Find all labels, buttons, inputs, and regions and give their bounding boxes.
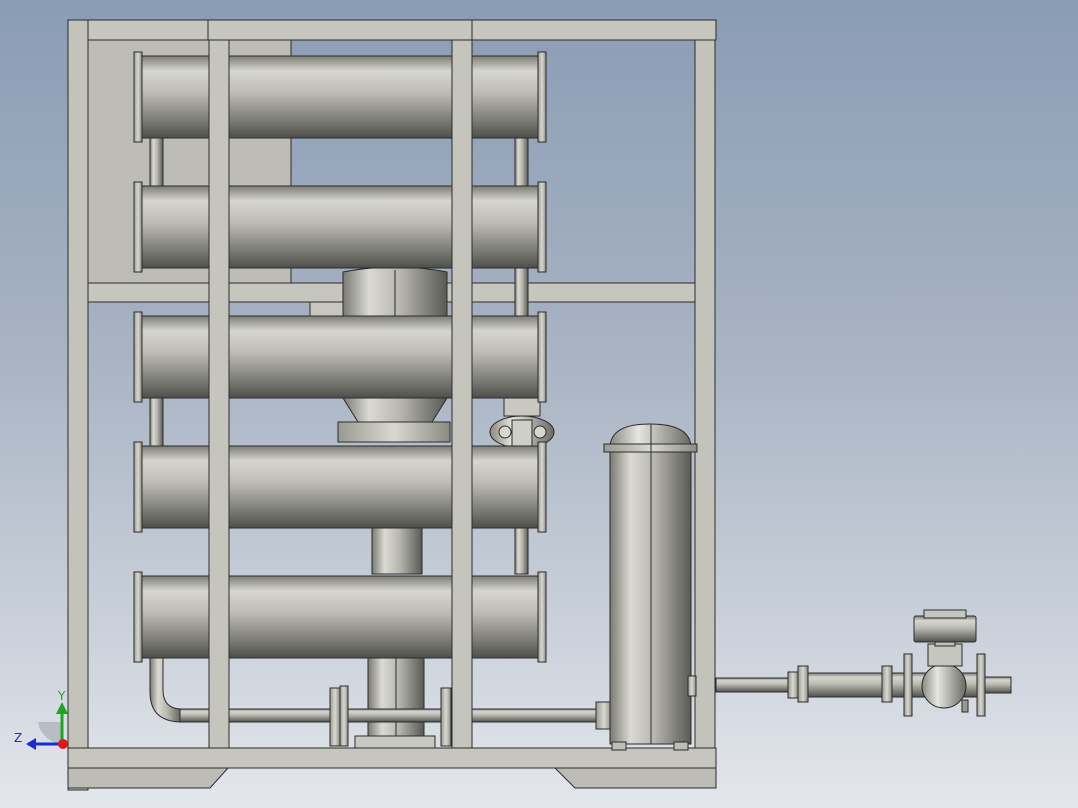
y-axis-label: Y (57, 689, 66, 703)
bottom-pipeline (149, 657, 613, 747)
exchanger-tube-2 (133, 181, 547, 273)
axis-triad: Y Z (14, 689, 68, 750)
vertical-pump-icon (309, 266, 451, 749)
actuated-valve-icon (903, 609, 1012, 717)
frame-front-posts (208, 39, 473, 749)
tubular-heat-exchanger-icon (133, 51, 547, 663)
inlet-pipeline-icon (687, 665, 907, 703)
exchanger-tube-4 (133, 441, 547, 533)
exchanger-tube-5 (133, 571, 547, 663)
z-axis-label: Z (14, 731, 22, 745)
exchanger-tube-1 (133, 51, 547, 143)
separator-vessel-icon (603, 423, 698, 751)
exchanger-tube-3 (133, 311, 547, 403)
connector-pipes (149, 137, 529, 575)
small-valve-icon (489, 397, 555, 449)
